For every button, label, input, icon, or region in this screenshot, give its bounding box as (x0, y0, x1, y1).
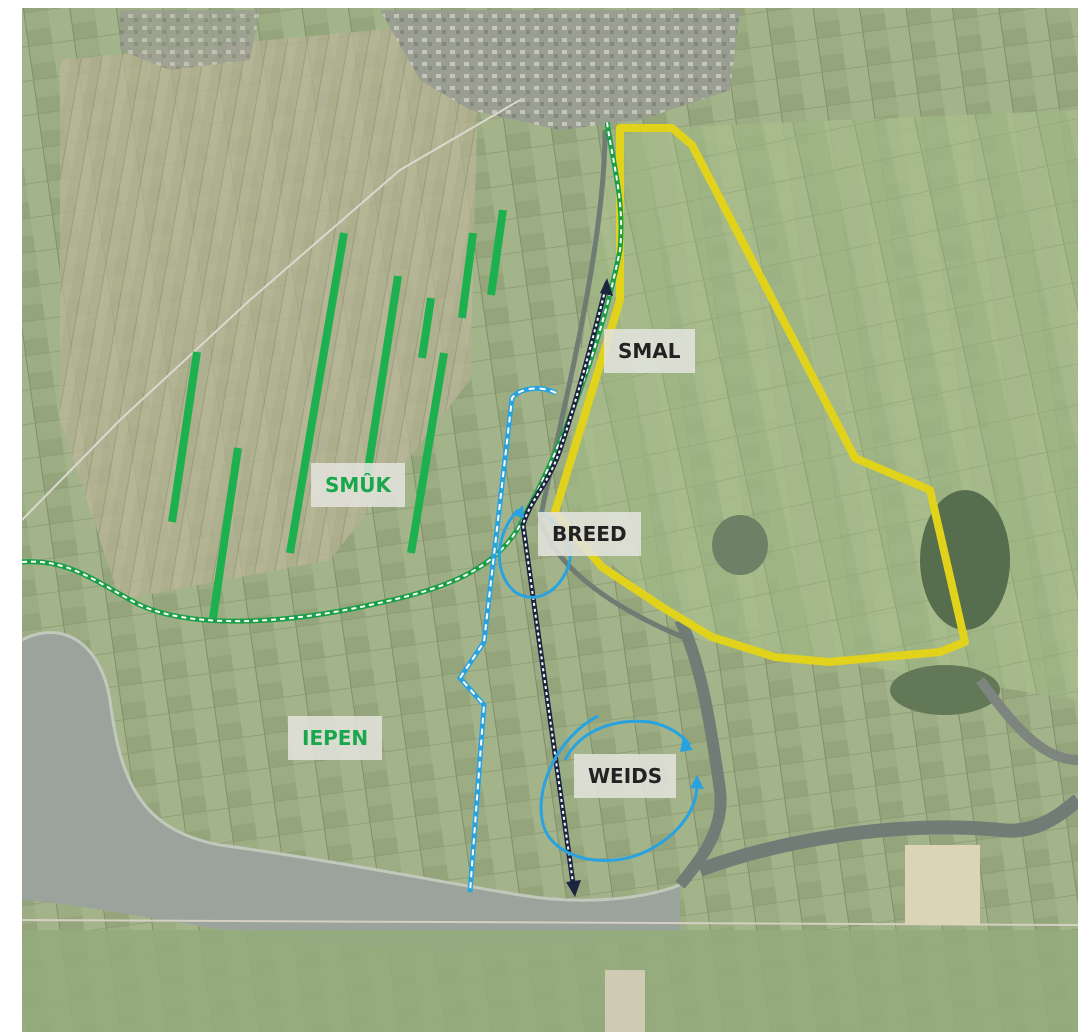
tree-row (458, 232, 477, 319)
white-margin (0, 0, 22, 1032)
arrow-south-icon (566, 880, 581, 897)
river-east-2 (976, 676, 1078, 765)
tree-row (407, 352, 448, 554)
woodland-2 (890, 665, 1000, 715)
woodland-3 (712, 515, 768, 575)
label-iepen: IEPEN (288, 716, 383, 760)
strip-fields (60, 20, 480, 600)
green-route-dash (21, 121, 623, 623)
tree-row (286, 232, 348, 554)
village (380, 10, 740, 130)
bottom-polder (22, 930, 1078, 1032)
weids-arrow-bottom-icon (690, 775, 704, 789)
white-margin-top (0, 0, 1078, 8)
road-diagonal (21, 99, 521, 521)
weids-arc-top (563, 719, 692, 761)
river (674, 617, 727, 889)
tree-row (209, 447, 242, 619)
lake-shore (21, 631, 681, 902)
tree-row (168, 351, 201, 523)
label-smal: SMAL (604, 329, 695, 373)
label-weids: WEIDS (574, 754, 677, 798)
weids-arrow-top-icon (680, 736, 693, 752)
tree-row (363, 275, 402, 477)
sand-field (905, 845, 980, 925)
lake (22, 632, 680, 950)
weids-arc-bottom (539, 714, 699, 863)
canal (537, 129, 691, 643)
arrow-north-icon (600, 278, 613, 296)
river-east (697, 794, 1078, 877)
blue-loop-arrow-icon (512, 505, 524, 518)
label-breed: BREED (538, 512, 641, 556)
tree-row (487, 209, 507, 296)
blue-route-dash (458, 387, 557, 893)
woodland (920, 490, 1010, 630)
hamlet (120, 10, 260, 70)
sand-field-2 (605, 970, 645, 1032)
tree-rows (168, 209, 507, 619)
tree-row (418, 297, 435, 359)
label-smuk: SMÛK (311, 463, 406, 507)
road-bottom (21, 919, 1078, 926)
dark-route-dash (521, 282, 608, 884)
